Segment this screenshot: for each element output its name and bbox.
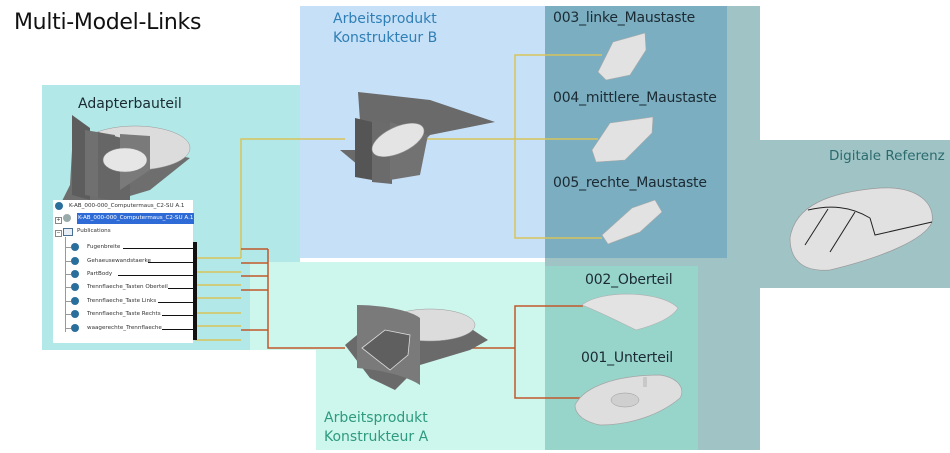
konstrukteur-a-model-illustration bbox=[345, 305, 488, 390]
links-konstrukteur-b bbox=[195, 54, 602, 341]
publication-connector bbox=[123, 248, 193, 249]
adapter-model-illustration bbox=[55, 115, 191, 215]
publication-label: Trennflaeche_Taste Rechts bbox=[87, 311, 161, 317]
tree-branch-line bbox=[65, 237, 66, 332]
konstrukteur-a-label: Arbeitsprodukt Konstrukteur A bbox=[324, 409, 428, 447]
link-b-fan bbox=[514, 54, 602, 239]
konstrukteur-b-label-line1: Arbeitsprodukt bbox=[333, 11, 437, 27]
region-konstrukteur-a-lower bbox=[316, 350, 545, 450]
publication-icon bbox=[71, 270, 79, 278]
part-rechte-maustaste-illustration bbox=[601, 199, 663, 245]
part-icon bbox=[63, 214, 71, 222]
konstrukteur-a-label-line1: Arbeitsprodukt bbox=[324, 410, 428, 426]
part-label-unterteil: 001_Unterteil bbox=[581, 350, 673, 366]
tree-branch-tick bbox=[65, 274, 71, 275]
part-label-rechte-maustaste: 005_rechte_Maustaste bbox=[553, 175, 707, 191]
part-linke-maustaste-illustration bbox=[597, 32, 647, 81]
publication-label: Trennflaeche_Tasten Oberteil bbox=[87, 284, 168, 290]
konstrukteur-b-model-illustration bbox=[340, 92, 495, 184]
collapse-icon[interactable]: − bbox=[55, 230, 62, 237]
publication-icon bbox=[71, 324, 79, 332]
publication-label: waagerechte_Trennflaeche bbox=[87, 325, 162, 331]
publication-connector bbox=[162, 315, 193, 316]
publication-icon bbox=[71, 310, 79, 318]
adapterbauteil-label: Adapterbauteil bbox=[78, 96, 182, 112]
part-label-oberteil: 002_Oberteil bbox=[585, 272, 673, 288]
publication-connector bbox=[168, 288, 193, 289]
publication-icon bbox=[71, 257, 79, 265]
link-b-trunk bbox=[240, 138, 345, 258]
links-konstrukteur-a bbox=[241, 248, 583, 399]
tree-selected-label: K-AB_000-000_Computermaus_C2-SU A.1 bbox=[77, 213, 195, 224]
link-a-fan bbox=[514, 305, 583, 399]
publication-icon bbox=[71, 297, 79, 305]
part-unterteil-illustration bbox=[574, 374, 683, 426]
publication-label: PartBody bbox=[87, 271, 113, 277]
publication-label: Trennflaeche_Taste Links bbox=[87, 298, 157, 304]
link-a-trunk bbox=[267, 249, 345, 349]
tree-branch-tick bbox=[65, 287, 71, 288]
tree-branch-tick bbox=[65, 301, 71, 302]
tree-publications-label: Publications bbox=[77, 228, 111, 234]
part-mittlere-maustaste-illustration bbox=[591, 116, 654, 163]
publication-icon bbox=[71, 243, 79, 251]
konstrukteur-b-label-line2: Konstrukteur B bbox=[333, 30, 438, 46]
digitale-referenz-mouse-illustration bbox=[789, 187, 933, 271]
digitale-referenz-label: Digitale Referenz bbox=[829, 148, 945, 164]
expand-icon[interactable]: + bbox=[55, 217, 62, 224]
part-oberteil-illustration bbox=[581, 293, 679, 331]
page-title: Multi-Model-Links bbox=[14, 10, 202, 35]
publication-icon bbox=[71, 283, 79, 291]
folder-icon bbox=[63, 228, 73, 236]
publication-bus bbox=[193, 242, 197, 340]
publication-connector bbox=[162, 329, 193, 330]
tree-branch-tick bbox=[65, 261, 71, 262]
part-label-linke-maustaste: 003_linke_Maustaste bbox=[553, 10, 696, 26]
publication-connector bbox=[158, 302, 193, 303]
product-icon bbox=[55, 202, 63, 210]
tree-root-label: K-AB_000-000_Computermaus_C2-SU A.1 bbox=[69, 203, 185, 209]
specification-tree: K-AB_000-000_Computermaus_C2-SU A.1 + K-… bbox=[53, 200, 195, 343]
tree-branch-tick bbox=[65, 247, 71, 248]
publication-label: Fugenbreite bbox=[87, 244, 121, 250]
publication-connector bbox=[148, 262, 193, 263]
konstrukteur-b-label: Arbeitsprodukt Konstrukteur B bbox=[333, 10, 437, 48]
part-label-mittlere-maustaste: 004_mittlere_Maustaste bbox=[553, 90, 717, 106]
konstrukteur-a-label-line2: Konstrukteur A bbox=[324, 429, 429, 445]
publication-connector bbox=[118, 275, 193, 276]
tree-branch-tick bbox=[65, 314, 71, 315]
publication-label: Gehaeusewandstaerke bbox=[87, 258, 151, 264]
tree-branch-tick bbox=[65, 328, 71, 329]
